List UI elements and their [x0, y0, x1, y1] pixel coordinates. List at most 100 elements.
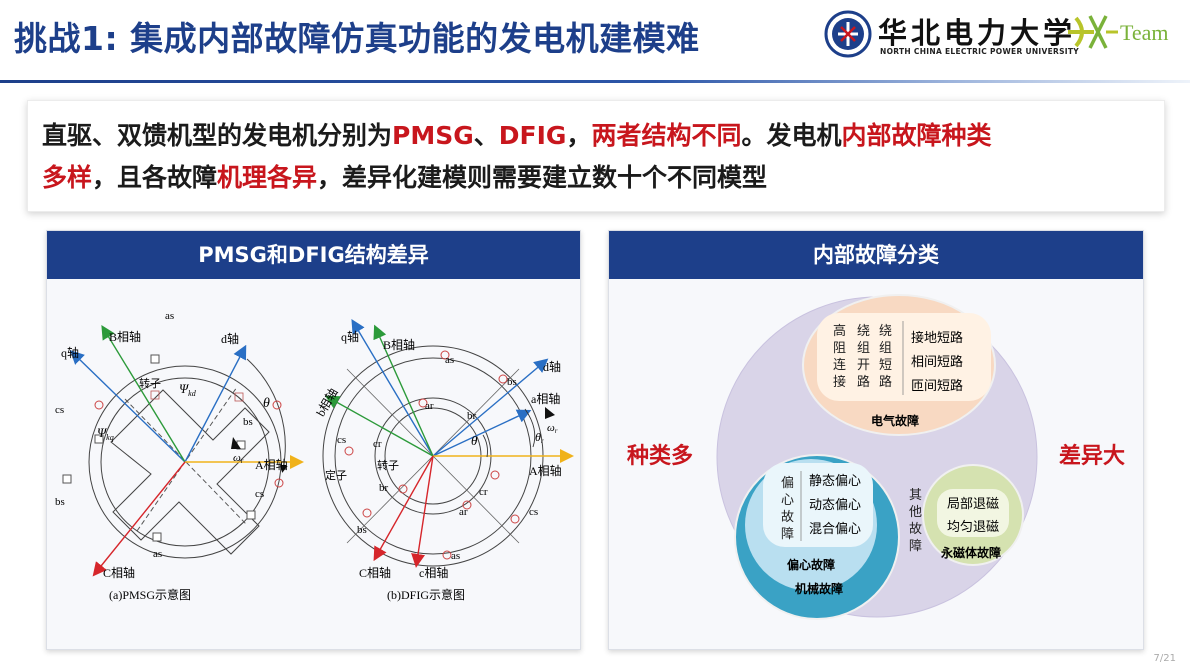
electrical-col-3: 绕组短路 [879, 324, 892, 390]
electrical-items-box [817, 313, 991, 401]
statement-line-2-segment: ，且各故障 [92, 163, 218, 192]
dfig-as-top: as [445, 354, 454, 366]
pmsg-cs-right: cs [255, 488, 264, 500]
statement-line-1-segment: 直驱、双馈机型的发电机分别为 [42, 121, 393, 150]
dfig-omega: ωr [547, 422, 558, 435]
dfig-c-lower-axis [411, 455, 434, 568]
dfig-c-lower-label: c相轴 [419, 565, 448, 580]
pmsg-rotor-label: 转子 [139, 376, 161, 390]
pmsg-omega: ωr [233, 452, 244, 465]
dfig-ar-bottom: ar [459, 506, 468, 518]
pmsg-caption: (a)PMSG示意图 [109, 587, 191, 602]
dfig-br-right: br [467, 410, 477, 422]
statement-line-2-segment: 机理各异 [217, 163, 318, 192]
pmsg-diagram: as bs cs as bs cs q轴 B相轴 d轴 A相轴 C相轴 θ 转子… [55, 310, 304, 602]
dfig-q-label: q轴 [341, 329, 359, 344]
pmsg-c-axis [92, 461, 186, 577]
electrical-col-1: 高阻连接 [833, 323, 846, 390]
electrical-item-1: 相间短路 [911, 354, 963, 370]
dfig-theta-r: θr [535, 430, 544, 445]
pmsg-psi-kq: Ψkq [97, 425, 114, 442]
dfig-a-label: A相轴 [529, 463, 562, 478]
dfig-c-axis [373, 455, 434, 562]
fault-panel-title: 内部故障分类 [609, 231, 1143, 279]
dfig-q-axis [351, 318, 434, 457]
dfig-b-lower-axis [324, 395, 434, 457]
pmsg-as-top: as [165, 310, 174, 322]
team-logo: Team [1068, 15, 1169, 49]
dfig-cs-left: cs [337, 434, 346, 446]
pmsg-b-axis [101, 325, 186, 463]
university-name-cn: 华北电力大学 [878, 16, 1077, 50]
pmsg-a-label: A相轴 [255, 457, 288, 472]
eccentric-item-1: 动态偏心 [809, 498, 861, 513]
eccentric-vertical-label: 偏心故障 [781, 476, 794, 542]
mechanical-fault-label: 机械故障 [795, 581, 843, 596]
page-title: 挑战1: 集成内部故障仿真功能的发电机建模难 [14, 19, 700, 58]
dfig-cs-right: cs [529, 506, 538, 518]
statement-line-1-segment: 、 [473, 121, 499, 150]
structure-diagram: as bs cs as bs cs q轴 B相轴 d轴 A相轴 C相轴 θ 转子… [55, 310, 574, 602]
pmsg-d-axis [184, 344, 247, 463]
electrical-item-0: 接地短路 [911, 330, 963, 346]
dfig-a-lower-label: a相轴 [531, 391, 560, 406]
statement-line-1: 直驱、双馈机型的发电机分别为PMSG、DFIG，两者结构不同。发电机内部故障种类 [42, 115, 1150, 157]
statement-line-2-segment: 多样 [42, 163, 93, 192]
team-logo-text: Team [1120, 20, 1169, 45]
pmsg-rotation-icon [231, 437, 241, 449]
electrical-item-2: 匝间短路 [911, 378, 963, 394]
electrical-column-1: 高阻连接 [833, 323, 846, 390]
eccentric-item-2: 混合偏心 [809, 522, 861, 537]
electrical-fault-label: 电气故障 [871, 413, 919, 428]
statement-line-2-segment: ，差异化建模则需要建立数十个不同模型 [317, 163, 768, 192]
other-fault-vertical: 其他故障 [909, 488, 922, 554]
fault-panel: 内部故障分类 高阻连接 绕组开路 绕组短路 接地短路 相间短路 匝间短路 电气故… [608, 230, 1144, 650]
magnet-item-1: 均匀退磁 [947, 520, 999, 535]
dfig-as-bottom: as [451, 550, 460, 562]
statement-box: 直驱、双馈机型的发电机分别为PMSG、DFIG，两者结构不同。发电机内部故障种类… [27, 100, 1165, 212]
dfig-ar-top: ar [425, 400, 434, 412]
eccentric-item-0: 静态偏心 [809, 474, 861, 489]
pmsg-c-label: C相轴 [103, 565, 135, 580]
variety-label: 种类多 [627, 443, 693, 469]
dfig-d-label: d轴 [543, 359, 561, 374]
magnet-item-0: 局部退磁 [947, 497, 999, 512]
pmsg-b-label: B相轴 [109, 329, 141, 344]
dfig-bs-right: bs [507, 376, 517, 388]
statement-line-1-segment: PMSG [392, 121, 474, 150]
dfig-b-label: B相轴 [383, 337, 415, 352]
electrical-col-2: 绕组开路 [857, 324, 870, 390]
dfig-diagram: as bs cs ar br cr cr br ar cs bs as q轴 B… [313, 318, 574, 602]
eccentric-items-box [763, 463, 873, 547]
dfig-rotor-label: 转子 [377, 458, 399, 472]
dfig-a-lower-axis [432, 409, 532, 457]
statement-line-1-segment: 内部故障种类 [841, 121, 992, 150]
magnet-items-box [937, 489, 1009, 537]
eccentric-fault-label: 偏心故障 [787, 557, 835, 572]
dfig-br-left: br [379, 482, 389, 494]
statement-line-2: 多样，且各故障机理各异，差异化建模则需要建立数十个不同模型 [42, 157, 1150, 199]
statement-line-1-segment: ， [566, 121, 592, 150]
dfig-cr-right: cr [479, 486, 488, 498]
pmsg-psi-kd: Ψkd [179, 381, 197, 398]
pmsg-q-axis [69, 350, 186, 463]
pmsg-cs-left: cs [55, 404, 64, 416]
pmsg-d-label: d轴 [221, 331, 239, 346]
fault-diagram: 高阻连接 绕组开路 绕组短路 接地短路 相间短路 匝间短路 电气故障 偏心故障 … [627, 294, 1125, 620]
university-emblem-icon [824, 10, 872, 58]
magnet-fault-label: 永磁体故障 [940, 545, 1001, 560]
dfig-d-axis [432, 358, 549, 457]
header-rule [0, 80, 1190, 83]
dfig-cr-left: cr [373, 438, 382, 450]
page-number: 7/21 [1153, 653, 1176, 664]
statement-line-1-segment: 两者结构不同 [591, 121, 742, 150]
pmsg-as-bottom: as [153, 548, 162, 560]
statement-line-1-segment: 。发电机 [741, 121, 842, 150]
university-name-en: NORTH CHINA ELECTRIC POWER UNIVERSITY [880, 47, 1080, 56]
structure-panel: PMSG和DFIG结构差异 [46, 230, 581, 650]
dfig-bs-left: bs [357, 524, 367, 536]
dfig-stator-label: 定子 [325, 468, 347, 482]
pmsg-bs-left: bs [55, 496, 65, 508]
dfig-theta-label: θ [471, 433, 478, 448]
statement-line-1-segment: DFIG [498, 121, 567, 150]
